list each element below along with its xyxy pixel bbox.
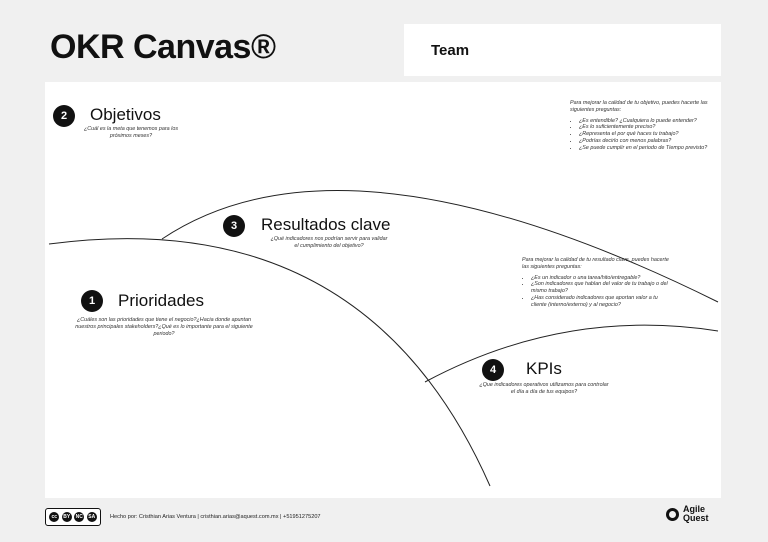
objetivo-note-item: ¿Representa el por qué haces tu trabajo? — [579, 131, 715, 138]
resultados-title: Resultados clave — [261, 215, 391, 234]
prioridades-number-badge: 1 — [81, 290, 103, 312]
okr-canvas: 2 Objetivos ¿Cuál es la meta que tenemos… — [45, 82, 721, 498]
resultado-note-item: ¿Son indicadores que hablan del valor de… — [531, 281, 670, 295]
kpis-title: KPIs — [526, 359, 562, 378]
objetivo-note-item: ¿Es lo suficientemente preciso? — [579, 124, 715, 131]
logo-ring-icon — [666, 507, 679, 521]
prioridades-description: ¿Cuáles son las prioridades que tiene el… — [75, 317, 253, 337]
objetivos-description: ¿Cuál es la meta que tenemos para los pr… — [83, 126, 179, 139]
kpis-description: ¿Que indicadores operativos utilizamos p… — [479, 382, 609, 395]
objetivo-note-item: ¿Se puede cumplir en el periodo de Tiemp… — [579, 145, 715, 152]
objetivo-quality-note: Para mejorar la calidad de tu objetivo, … — [570, 100, 715, 151]
prioridades-curve — [48, 238, 491, 487]
agile-quest-logo: Agile Quest — [666, 505, 709, 523]
team-label: Team — [431, 42, 470, 59]
objetivo-note-item: ¿Podrías decirlo con menos palabras? — [579, 138, 715, 145]
cc-icon: cc — [49, 512, 60, 522]
resultado-quality-note: Para mejorar la calidad de tu resultado … — [522, 257, 670, 308]
kpis-number-badge: 4 — [482, 359, 504, 381]
resultado-note-item: ¿Has considerado indicadores que aportan… — [531, 295, 670, 309]
kpis-curve — [424, 324, 719, 383]
author-credit: Hecho por: Cristhian Arias Ventura | cri… — [110, 514, 321, 520]
objetivos-title: Objetivos — [90, 105, 161, 124]
logo-line1: Agile — [683, 504, 706, 514]
resultado-note-item: ¿Es un indicador o una tarea/hito/entreg… — [531, 275, 670, 282]
prioridades-title: Prioridades — [118, 291, 204, 310]
objetivos-curve — [161, 190, 719, 303]
objetivos-number-badge: 2 — [53, 105, 75, 127]
section-divider-curves — [48, 190, 719, 487]
objetivo-note-intro: Para mejorar la calidad de tu objetivo, … — [570, 100, 708, 113]
canvas-title: OKR Canvas® — [50, 28, 276, 66]
sharealike-icon: SA — [86, 512, 97, 522]
creative-commons-badge: cc BY NC SA — [45, 508, 101, 526]
noncommercial-icon: NC — [74, 512, 85, 522]
resultados-description: ¿Qué indicadores nos podrían servir para… — [270, 236, 388, 249]
logo-text: Agile Quest — [683, 505, 709, 523]
team-box[interactable]: Team — [404, 24, 721, 76]
resultados-number-badge: 3 — [223, 215, 245, 237]
attribution-icon: BY — [61, 512, 72, 522]
logo-line2: Quest — [683, 513, 709, 523]
objetivo-note-item: ¿Es entendible? ¿Cualquiera lo puede ent… — [579, 118, 715, 125]
resultado-note-intro: Para mejorar la calidad de tu resultado … — [522, 257, 669, 270]
